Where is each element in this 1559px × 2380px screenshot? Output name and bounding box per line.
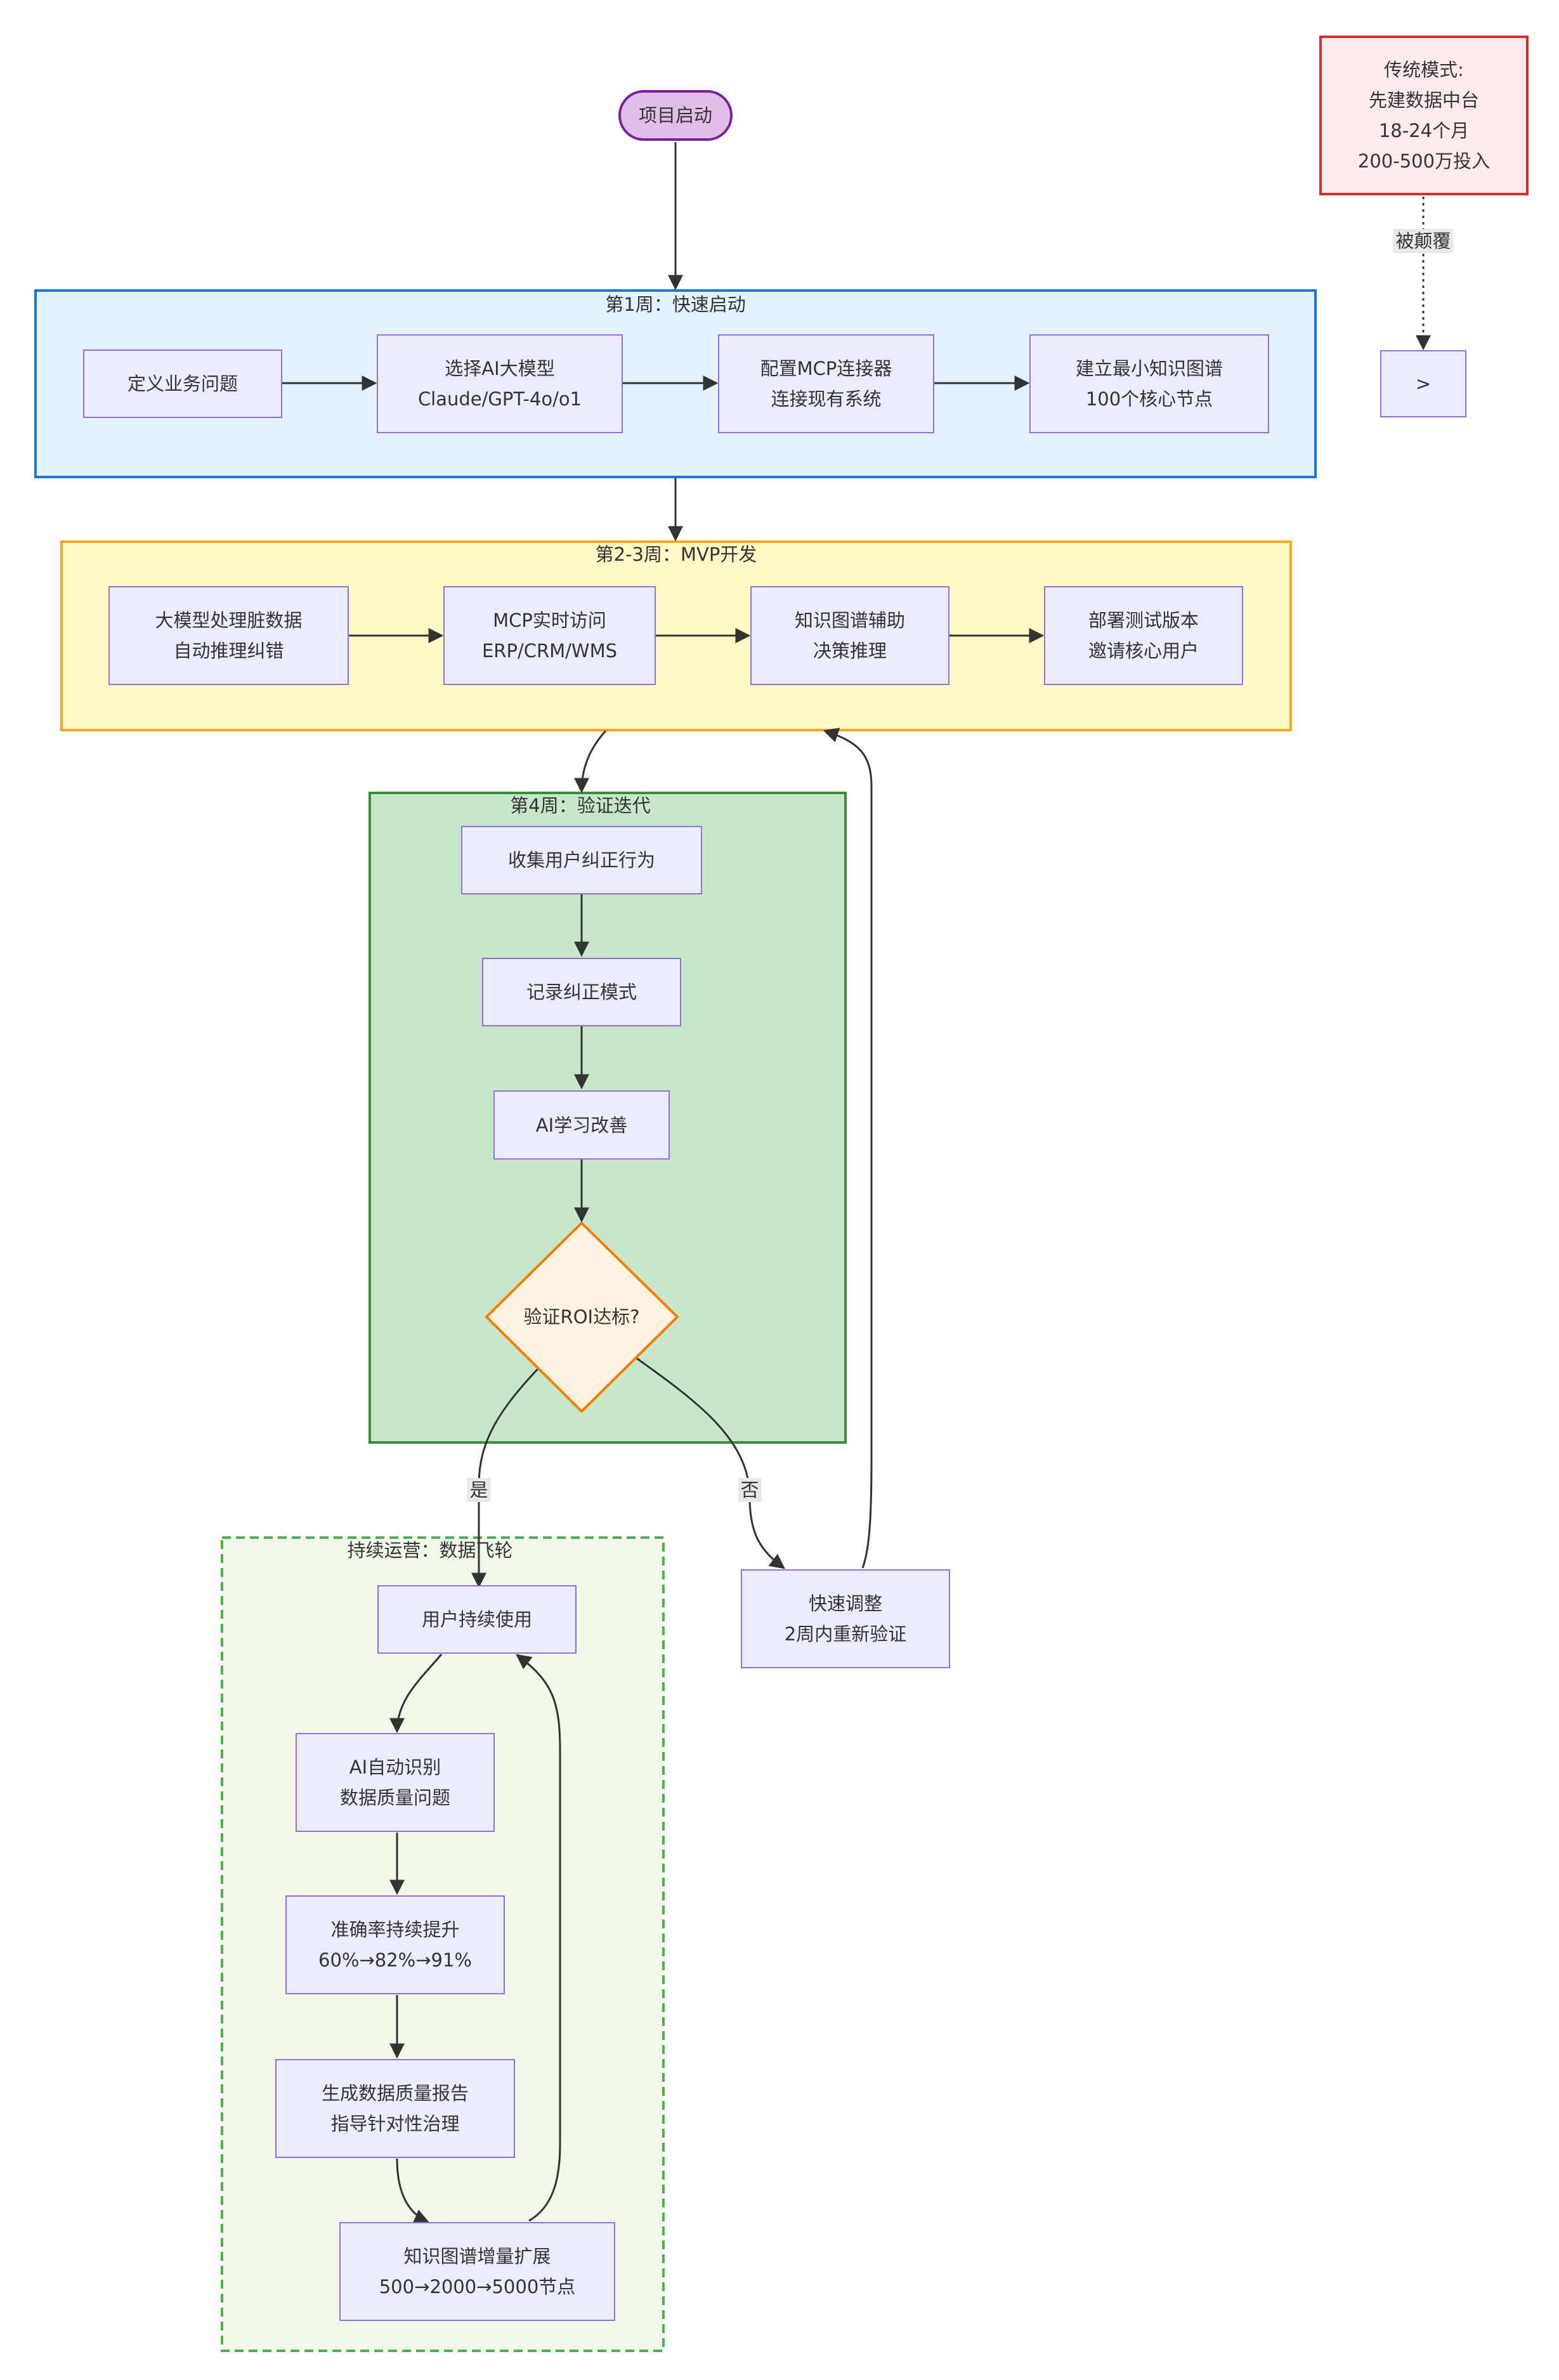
edge-fw-5-1: [516, 1654, 561, 2222]
trad-line-2: 先建数据中台: [1368, 89, 1479, 111]
trad-line-4: 200-500万投入: [1357, 150, 1491, 172]
week2-node-2-line-1: MCP实时访问: [493, 610, 606, 631]
disrupted-target-node[interactable]: >: [1380, 350, 1466, 417]
week1-node-3-line-1: 配置MCP连接器: [760, 358, 892, 379]
flywheel-node-4-line-1: 生成数据质量报告: [321, 2082, 469, 2104]
flywheel-node-2-line-1: AI自动识别: [349, 1756, 441, 1778]
week1-node-mcp[interactable]: 配置MCP连接器 连接现有系统: [718, 334, 934, 433]
week4-node-3-line-1: AI学习改善: [535, 1114, 628, 1136]
edge-fw-4-5: [396, 2158, 430, 2224]
week1-node-2-line-2: Claude/GPT-4o/o1: [417, 388, 582, 410]
week1-node-4-line-2: 100个核心节点: [1085, 388, 1213, 410]
week1-cluster: 第1周：快速启动: [36, 291, 1315, 477]
week2-cluster: 第2-3周：MVP开发: [62, 542, 1291, 730]
edge-fw-1-2: [389, 1654, 443, 1734]
week2-node-4-line-1: 部署测试版本: [1088, 610, 1199, 631]
flywheel-node-accuracy[interactable]: 准确率持续提升 60%→82%→91%: [285, 1895, 505, 1994]
week1-node-define[interactable]: 定义业务问题: [83, 350, 282, 418]
flywheel-node-2-line-2: 数据质量问题: [339, 1787, 450, 1808]
week4-node-record[interactable]: 记录纠正模式: [482, 958, 681, 1026]
flywheel-node-5-line-2: 500→2000→5000节点: [379, 2276, 576, 2298]
start-label: 项目启动: [638, 105, 712, 126]
week2-node-4-line-2: 邀请核心用户: [1088, 640, 1199, 662]
week2-node-3-line-2: 决策推理: [812, 640, 887, 662]
decision-diamond: [485, 1221, 679, 1413]
trad-line-3: 18-24个月: [1378, 120, 1470, 141]
week1-node-1-line-1: 定义业务问题: [127, 373, 238, 395]
edge-label-yes: 是: [467, 1478, 491, 1502]
flywheel-node-5-line-1: 知识图谱增量扩展: [403, 2246, 551, 2267]
flywheel-node-4-line-2: 指导针对性治理: [330, 2113, 460, 2135]
week2-node-kg-assist[interactable]: 知识图谱辅助 决策推理: [750, 586, 949, 685]
adjust-line-1: 快速调整: [808, 1593, 882, 1614]
edge-label-no: 否: [738, 1478, 762, 1502]
flywheel-cluster: 持续运营：数据飞轮: [222, 1538, 663, 2351]
week4-node-collect[interactable]: 收集用户纠正行为: [461, 826, 702, 894]
week2-node-1-line-2: 自动推理纠错: [173, 640, 284, 662]
start-node[interactable]: 项目启动: [618, 90, 733, 141]
flywheel-node-kg-expand[interactable]: 知识图谱增量扩展 500→2000→5000节点: [339, 2222, 615, 2321]
week2-node-3-line-1: 知识图谱辅助: [794, 610, 905, 631]
week1-node-3-line-2: 连接现有系统: [771, 388, 882, 410]
decision-label: 验证ROI达标?: [523, 1306, 640, 1328]
flywheel-node-3-line-2: 60%→82%→91%: [318, 1949, 472, 1971]
edge-label-disrupted: 被颠覆: [1393, 229, 1454, 253]
flywheel-node-1-line-1: 用户持续使用: [421, 1609, 532, 1630]
week4-cluster: 第4周：验证迭代: [370, 793, 845, 1442]
week1-node-model[interactable]: 选择AI大模型 Claude/GPT-4o/o1: [377, 334, 623, 433]
week4-title: 第4周：验证迭代: [510, 795, 651, 816]
traditional-mode-node[interactable]: 传统模式: 先建数据中台 18-24个月 200-500万投入: [1319, 36, 1529, 195]
flywheel-node-report[interactable]: 生成数据质量报告 指导针对性治理: [275, 2059, 515, 2158]
week2-title: 第2-3周：MVP开发: [595, 544, 757, 565]
week1-title: 第1周：快速启动: [605, 294, 746, 315]
week1-node-kg[interactable]: 建立最小知识图谱 100个核心节点: [1029, 334, 1269, 433]
adjust-node[interactable]: 快速调整 2周内重新验证: [741, 1569, 950, 1668]
week2-node-mcp-access[interactable]: MCP实时访问 ERP/CRM/WMS: [443, 586, 656, 685]
week4-node-2-line-1: 记录纠正模式: [526, 981, 637, 1003]
flywheel-node-3-line-1: 准确率持续提升: [330, 1919, 460, 1940]
adjust-line-2: 2周内重新验证: [784, 1623, 907, 1645]
trad-line-1: 传统模式:: [1384, 59, 1464, 81]
flywheel-title: 持续运营：数据飞轮: [347, 1540, 513, 1561]
week2-node-1-line-1: 大模型处理脏数据: [155, 610, 303, 631]
week2-node-deploy[interactable]: 部署测试版本 邀请核心用户: [1044, 586, 1243, 685]
week1-node-2-line-1: 选择AI大模型: [445, 358, 555, 379]
week2-node-2-line-2: ERP/CRM/WMS: [481, 640, 618, 662]
flywheel-node-use[interactable]: 用户持续使用: [377, 1585, 577, 1654]
edge-week2-week4: [574, 730, 607, 794]
week2-node-dirty-data[interactable]: 大模型处理脏数据 自动推理纠错: [108, 586, 349, 685]
edge-adjust-week2: [823, 728, 873, 1569]
week4-node-1-line-1: 收集用户纠正行为: [507, 849, 655, 871]
disrupted-target-label: >: [1415, 373, 1432, 395]
flywheel-node-ai-detect[interactable]: AI自动识别 数据质量问题: [296, 1733, 495, 1832]
week1-node-4-line-1: 建立最小知识图谱: [1075, 358, 1223, 379]
edge-decision-yes: [471, 1368, 539, 1588]
week4-node-ai-learn[interactable]: AI学习改善: [493, 1090, 670, 1160]
